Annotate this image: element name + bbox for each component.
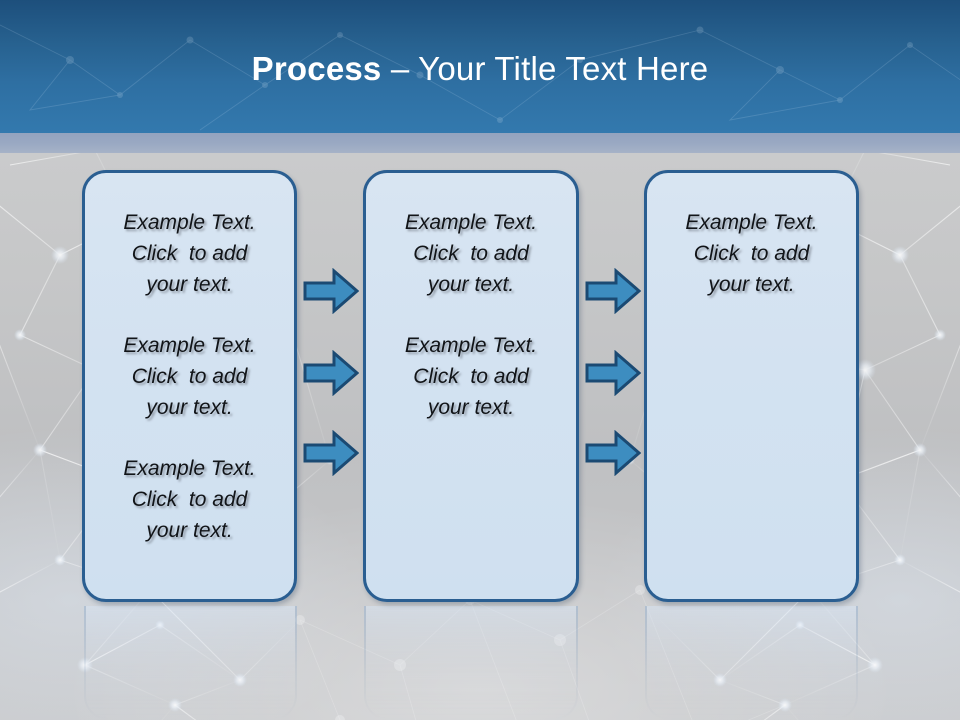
text-line: Example Text.	[123, 457, 256, 480]
right-arrow-icon[interactable]	[303, 268, 359, 314]
text-block: Example Text. Click to add your text.	[366, 330, 576, 423]
text-block: Example Text. Click to add your text.	[85, 330, 294, 423]
process-box-2[interactable]: Example Text. Click to add your text. Ex…	[363, 170, 579, 602]
text-line: Click to add	[131, 242, 248, 265]
process-box-2-text: Example Text. Click to add your text. Ex…	[366, 207, 576, 423]
process-box-3-text: Example Text. Click to add your text.	[647, 207, 856, 300]
right-arrow-icon[interactable]	[303, 350, 359, 396]
text-line: your text.	[708, 273, 795, 296]
right-arrow-icon[interactable]	[303, 430, 359, 476]
process-box-1-reflection	[84, 606, 297, 720]
header-network-pattern	[0, 24, 960, 131]
text-line: Click to add	[413, 242, 529, 265]
right-arrow-icon[interactable]	[585, 350, 641, 396]
process-box-1[interactable]: Example Text. Click to add your text. Ex…	[82, 170, 297, 602]
text-block: Example Text. Click to add your text.	[85, 453, 294, 546]
text-line: your text.	[146, 519, 233, 542]
title-bold-part: Process	[251, 50, 382, 87]
text-line: Example Text.	[123, 211, 256, 234]
process-box-2-reflection	[364, 606, 578, 720]
text-line: Example Text.	[404, 334, 538, 357]
text-line: your text.	[427, 273, 515, 296]
text-line: Example Text.	[685, 211, 818, 234]
title-banner: Process – Your Title Text Here	[0, 0, 960, 133]
title-rest-part: – Your Title Text Here	[381, 50, 709, 87]
text-line: your text.	[146, 273, 233, 296]
text-block: Example Text. Click to add your text.	[85, 207, 294, 300]
process-box-1-text: Example Text. Click to add your text. Ex…	[85, 207, 294, 546]
text-line: Click to add	[413, 365, 529, 388]
text-line: Example Text.	[404, 211, 538, 234]
text-block: Example Text. Click to add your text.	[366, 207, 576, 300]
header-accent-band	[0, 133, 960, 153]
right-arrow-icon[interactable]	[585, 430, 641, 476]
text-line: your text.	[427, 396, 515, 419]
text-line: Click to add	[693, 242, 810, 265]
text-line: Example Text.	[123, 334, 256, 357]
process-box-3-reflection	[645, 606, 858, 720]
right-arrow-icon[interactable]	[585, 268, 641, 314]
process-box-3[interactable]: Example Text. Click to add your text.	[644, 170, 859, 602]
text-line: your text.	[146, 396, 233, 419]
page-title: Process – Your Title Text Here	[0, 50, 960, 88]
text-line: Click to add	[131, 365, 248, 388]
text-block: Example Text. Click to add your text.	[647, 207, 856, 300]
text-line: Click to add	[131, 488, 248, 511]
